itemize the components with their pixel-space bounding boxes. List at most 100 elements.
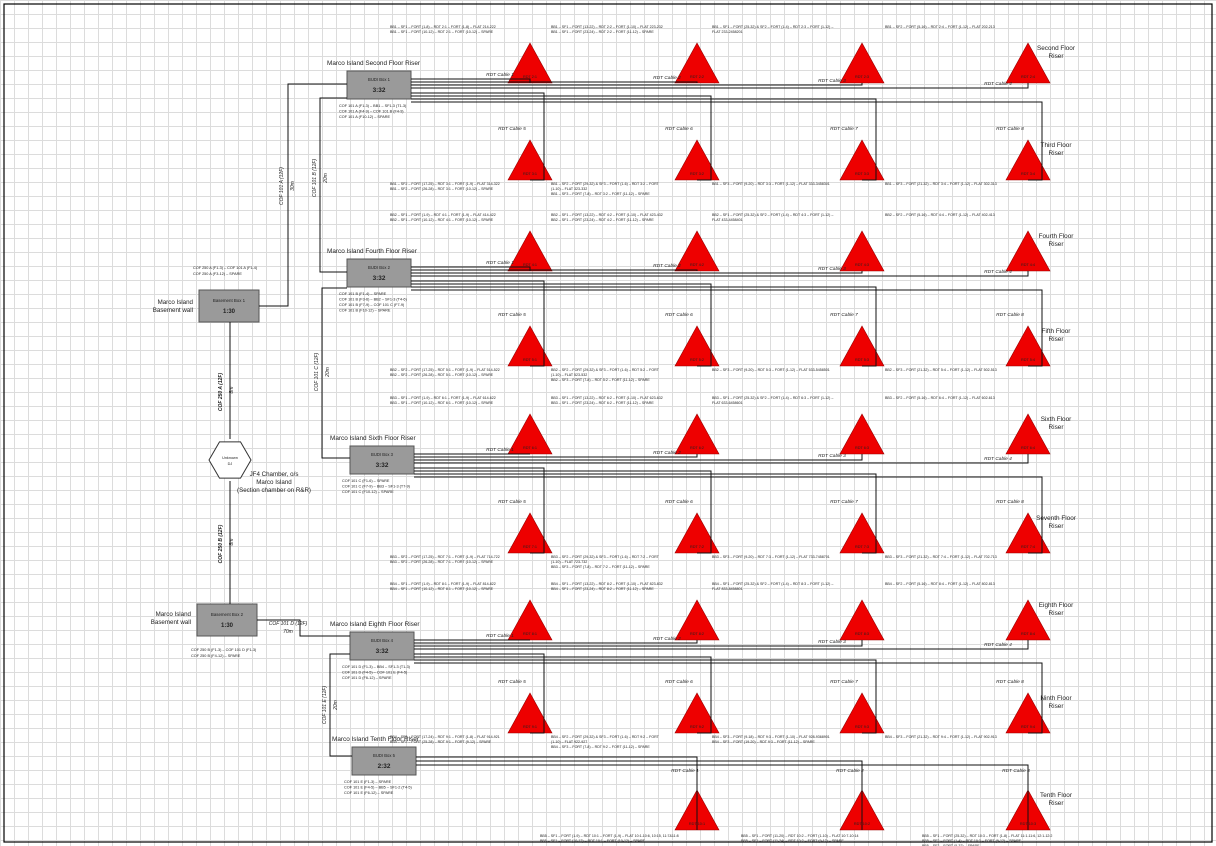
rdt-cable-label: RDT Cable 5 <box>498 499 526 505</box>
rdt-label: RDT 5:4 <box>1021 358 1035 362</box>
rdt-cable-label: RDT Cable 8 <box>996 499 1024 505</box>
rdt-cable <box>414 656 712 734</box>
basement-location: Basement wall <box>151 619 191 626</box>
rdt-cable-label: RDT Cable 3 <box>818 453 846 459</box>
rdt-note: BB1 – SF1 – FORT (13-22) – RDT 2:2 – FOR… <box>551 25 663 29</box>
rdt-note: BB3 – SF1 – FORT (25-32) & SF2 – FORT (1… <box>712 396 833 400</box>
rdt-note: BB4 – SF3 – FORT (19-20) – RDT 9:3 – FOR… <box>712 740 815 744</box>
link-label: COF 101 A (12F) <box>279 167 285 205</box>
basement-note: COF 250 A (F1-3) – COF 101 A (F1-4) <box>193 266 258 270</box>
budi-box-ratio: 3:32 <box>373 275 386 282</box>
rdt-note: (1-10) – FLAT 523-532 <box>551 373 587 377</box>
rdt-label: RDT 6:3 <box>855 446 869 450</box>
riser-note: COF 101 E (F6-12) – SPARE <box>344 791 394 795</box>
rdt-note: BB2 – SF2 – FORT (5-16) – RDT 4:4 – FORT… <box>885 213 995 217</box>
rdt-note: BB3 – SF3 – FORT (9-20) – RDT 7:3 – FORT… <box>712 555 830 559</box>
rdt-note: BB1 – SF3 – FORT (21-32) – RDT 3:4 – FOR… <box>885 182 997 186</box>
rdt-note: BB4 – SF2 – FORT (29-32) & SF3 – FORT (1… <box>551 735 660 739</box>
floor-label: Seventh Floor <box>1036 515 1077 522</box>
budi-box-title: BUDI Box 4 <box>371 638 394 643</box>
riser-note: COF 101 B (F7-9) – COF 101 C (F7-9) <box>339 303 405 307</box>
riser-title: Marco Island Fourth Floor Riser <box>327 248 418 255</box>
rdt-note: BB2 – SF1 – FORT (25-32) & SF2 – FORT (1… <box>712 213 833 217</box>
rdt-note: BB3 – SF1 – FORT (23-24) – RDT 6:2 – FOR… <box>551 401 654 405</box>
rdt-cable <box>411 283 712 367</box>
rdt-note: BB1 – SF1 – FORT (25-32) & SF2 – FORT (1… <box>712 25 833 29</box>
floor-label: Riser <box>1049 424 1065 431</box>
rdt-note: BB1 – SF1 – FORT (1-8) – RDT 2:1 – FORT … <box>390 25 496 29</box>
floor-label: Sixth Floor <box>1041 416 1072 423</box>
rdt-note: BB4 – SF2 – FORT (25-28) – RDT 9:1 – FOR… <box>390 740 492 744</box>
rdt-cable <box>411 92 545 181</box>
riser-note: COF 101 C (F1-6) – SPARE <box>342 479 390 483</box>
rdt-cable <box>411 280 545 367</box>
rdt-note: FLAT 833-8458801 <box>712 587 743 591</box>
rdt-note: BB4 – SF2 – FORT (5-16) – RDT 8:4 – FORT… <box>885 582 995 586</box>
rdt-label: RDT 6:2 <box>690 446 704 450</box>
floor-label: Riser <box>1049 610 1065 617</box>
link-label: COF 101 C (12F) <box>314 352 320 391</box>
basement-box <box>198 289 260 323</box>
budi-box-ratio: 3:32 <box>373 87 386 94</box>
basement-box-title: Basement Box 2 <box>211 612 244 617</box>
rdt-note: BB3 – SF2 – FORT (17-25) – RDT 7:1 – FOR… <box>390 555 500 559</box>
basement-note: COF 250 B (F1-3) – COF 101 D (F1-3) <box>191 648 257 652</box>
floor-label: Ninth Floor <box>1040 695 1072 702</box>
floor-label: Riser <box>1049 800 1065 807</box>
riser-note: COF 101 D (F1-3) – BB4 – SF1-3 (T1-3) <box>342 665 411 669</box>
link-label: COF 101 D (12F) <box>269 621 308 627</box>
rdt-cable <box>411 95 712 181</box>
rdt-label: RDT 3:1 <box>523 172 537 176</box>
rdt-cable-label: RDT Cable 4 <box>984 269 1012 275</box>
budi-box <box>349 631 415 661</box>
rdt-label: RDT 3:3 <box>855 172 869 176</box>
rdt-note: BB1 – SF3 – FORT (7-8) – RDT 3:2 – FORT … <box>551 192 650 196</box>
rdt-cable <box>411 289 1043 367</box>
rdt-cable-label: RDT Cable 3 <box>1002 768 1030 774</box>
rdt-cable <box>414 640 863 647</box>
rdt-cable <box>416 764 1029 830</box>
rdt-cable-label: RDT Cable 7 <box>830 126 858 132</box>
link-label: COF 250 A (12F) <box>218 373 224 412</box>
rdt-cable <box>411 81 698 83</box>
rdt-cable <box>414 473 877 554</box>
rdt-note: BB5 – SF1 – FORT (1-9) – RDT 10:1 – FORT… <box>540 834 679 838</box>
rdt-note: (1-10) – FLAT 723-732 <box>551 560 587 564</box>
rdt-cable <box>414 640 698 644</box>
rdt-note: BB1 – SF3 – FORT (9-20) – RDT 3:3 – FORT… <box>712 182 830 186</box>
rdt-cable <box>411 101 1043 181</box>
rdt-cable-label: RDT Cable 7 <box>830 312 858 318</box>
rdt-cable <box>411 98 877 181</box>
riser-note: COF 101 A (F4-9) – COF 101 B (F4-9) <box>339 110 404 114</box>
rdt-cable <box>411 286 877 367</box>
rdt-cable <box>411 271 1029 277</box>
riser-note: COF 101 B (F3-6) – BB2 – SF1-3 (T4-6) <box>339 298 407 302</box>
floor-label: Fifth Floor <box>1042 328 1072 335</box>
link-line <box>257 619 350 637</box>
basement-box-ratio: 1:30 <box>223 309 236 315</box>
rdt-cable-label: RDT Cable 7 <box>830 679 858 685</box>
budi-box-title: BUDI Box 5 <box>373 753 396 758</box>
rdt-note: BB2 – SF3 – FORT (21-32) – RDT 5:4 – FOR… <box>885 368 997 372</box>
chamber-caption: JF4 Chamber, o/s <box>250 471 299 478</box>
floor-label: Tenth Floor <box>1040 792 1073 799</box>
rdt-note: BB5 – SF1 – FORT (11-24) – RDT 10:2 – FO… <box>741 839 844 843</box>
rdt-label: RDT 5:2 <box>690 358 704 362</box>
budi-box <box>346 70 412 100</box>
rdt-label: RDT 9:1 <box>523 725 537 729</box>
rdt-note: BB5 – SF2 – FORT (5-32) – SPARE <box>922 844 980 846</box>
rdt-cable <box>411 269 698 271</box>
rdt-label: RDT 9:4 <box>1021 725 1035 729</box>
floor-label: Riser <box>1049 336 1065 343</box>
chamber-label: DJ <box>228 462 233 466</box>
rdt-note: BB5 – SF1 – FORT (10-12) – RDT 10:1 – FO… <box>540 839 646 843</box>
rdt-note: BB1 – SF2 – FORT (17-25) – RDT 3:1 – FOR… <box>390 182 500 186</box>
rdt-cable-label: RDT Cable 4 <box>984 81 1012 87</box>
link-length: 70m <box>283 629 293 635</box>
rdt-cable-label: RDT Cable 3 <box>818 639 846 645</box>
rdt-note: BB5 – SF1 – FORT (25-32) – RDT 10:3 – FO… <box>922 834 1052 838</box>
floor-label: Riser <box>1049 703 1065 710</box>
rdt-note: BB1 – SF1 – FORT (10-12) – RDT 2:1 – FOR… <box>390 30 494 34</box>
rdt-note: BB3 – SF3 – FORT (7-8) – RDT 7:2 – FORT … <box>551 565 650 569</box>
